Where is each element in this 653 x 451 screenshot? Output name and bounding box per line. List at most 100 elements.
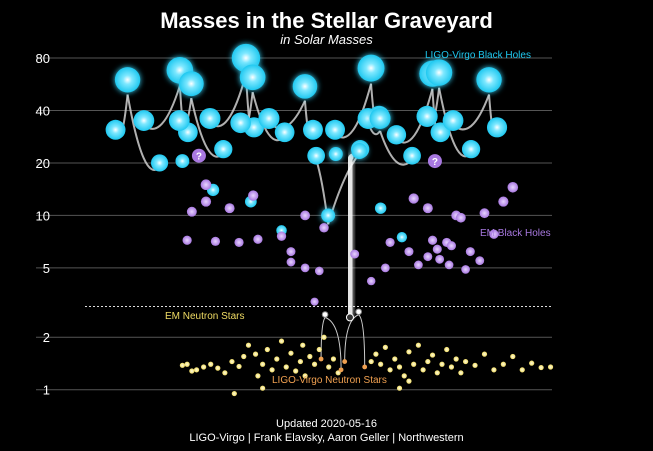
em-bh-dot	[446, 241, 456, 251]
ligo-bh-dot	[325, 119, 345, 140]
em-ns-dot	[278, 338, 285, 344]
em-bh-dot	[182, 235, 192, 245]
updated-note: Updated 2020-05-16	[276, 418, 377, 430]
em-ns-dot	[481, 351, 488, 357]
em-bh-dot	[224, 203, 235, 214]
ligo-bh-dot	[133, 110, 155, 131]
em-ns-dot	[373, 351, 379, 357]
y-tick-label: 1	[43, 383, 50, 398]
em-ns-dot	[439, 361, 445, 367]
em-ns-dot	[519, 367, 525, 373]
em-bh-dot	[286, 247, 296, 257]
em-ns-label: EM Neutron Stars	[165, 311, 244, 322]
ligo-bh-dot	[168, 110, 190, 131]
em-bh-dot	[479, 208, 490, 219]
bright-merger-arrow	[347, 153, 354, 318]
em-bh-dot	[366, 276, 376, 286]
em-ns-dot	[311, 361, 318, 367]
ligo-bh-dot	[175, 154, 190, 168]
em-bh-dot	[248, 190, 259, 201]
em-ns-dot	[300, 342, 306, 348]
em-bh-dot	[186, 206, 197, 217]
ns-merger-arrow	[358, 314, 366, 367]
em-ns-dot	[316, 346, 322, 353]
ligo-bh-dot	[199, 107, 221, 129]
em-ns-dot	[231, 390, 237, 397]
ligo-ns-dot	[342, 359, 348, 364]
ligo-bh-dot	[442, 110, 464, 131]
em-ns-dot	[378, 361, 384, 367]
em-bh-dot	[444, 260, 454, 270]
ligo-ns-dot	[338, 367, 344, 373]
ligo-bh-dot	[258, 107, 280, 129]
y-tick-label: 20	[36, 156, 50, 171]
em-ns-dot	[293, 368, 299, 374]
em-bh-dot	[507, 181, 519, 193]
em-bh-uncertain-dot	[427, 154, 442, 169]
em-ns-dot	[215, 365, 221, 371]
em-bh-dot	[427, 235, 438, 245]
ligo-bh-dot	[416, 105, 438, 127]
em-ns-dot	[425, 358, 431, 365]
em-ns-dot	[396, 364, 403, 370]
em-ns-dot	[472, 362, 478, 368]
chart-subtitle: in Solar Masses	[280, 32, 373, 47]
em-ns-dot	[179, 362, 185, 368]
em-bh-dot	[319, 222, 329, 233]
em-ns-dot	[184, 361, 190, 367]
em-ns-dot	[396, 385, 403, 391]
em-bh-dot	[461, 265, 470, 274]
em-ns-dot	[326, 364, 332, 370]
ligo-bh-label: LIGO-Virgo Black Holes	[425, 50, 531, 61]
mystery-object-dot	[345, 313, 354, 322]
em-bh-dot	[310, 297, 319, 306]
em-ns-dot	[321, 334, 327, 340]
em-bh-uncertain-dot	[191, 148, 206, 163]
ligo-bh-remnant-dot	[425, 59, 453, 86]
em-ns-dot	[222, 370, 228, 376]
em-ns-dot	[510, 353, 516, 360]
em-bh-dot	[286, 257, 296, 267]
ligo-bh-dot	[486, 117, 508, 138]
credits-line: LIGO-Virgo | Frank Elavsky, Aaron Geller…	[189, 432, 464, 444]
em-bh-dot	[465, 247, 475, 257]
em-ns-dot	[288, 350, 294, 356]
chart-title: Masses in the Stellar Graveyard	[160, 8, 493, 33]
em-ns-dot	[411, 361, 417, 367]
em-bh-dot	[498, 196, 509, 207]
question-mark-icon: ?	[196, 152, 202, 163]
em-ns-dot	[434, 370, 440, 376]
em-ns-dot	[229, 358, 235, 365]
ligo-bh-dot	[303, 119, 323, 140]
em-bh-dot	[300, 263, 310, 273]
em-ns-dot	[448, 364, 455, 370]
em-bh-dot	[253, 234, 263, 244]
em-bh-dot	[404, 247, 414, 257]
em-ns-dot	[274, 356, 280, 362]
em-ns-dot	[245, 342, 252, 348]
em-ns-dot	[463, 358, 469, 365]
em-ns-dot	[491, 367, 497, 373]
em-bh-dot	[423, 252, 433, 262]
em-ns-dot	[241, 353, 247, 360]
em-ns-dot	[283, 364, 289, 370]
em-bh-dot	[432, 244, 442, 254]
ligo-bh-dot	[150, 154, 169, 172]
em-bh-dot	[234, 237, 244, 247]
y-tick-label: 5	[43, 261, 50, 276]
ligo-bh-remnant-dot	[292, 74, 318, 99]
y-tick-label: 80	[36, 51, 50, 66]
em-ns-dot	[236, 363, 242, 370]
em-ns-dot	[208, 361, 214, 367]
em-ns-dot	[330, 356, 337, 362]
em-ns-dot	[406, 378, 412, 384]
em-ns-dot	[406, 349, 412, 355]
em-ns-dot	[255, 373, 261, 379]
ligo-bh-dot	[230, 112, 251, 134]
em-ns-dot	[382, 344, 388, 350]
em-bh-dot	[381, 263, 390, 273]
ligo-bh-remnant-dot	[476, 67, 502, 93]
em-bh-dot	[200, 196, 212, 207]
em-ns-dot	[269, 367, 275, 373]
